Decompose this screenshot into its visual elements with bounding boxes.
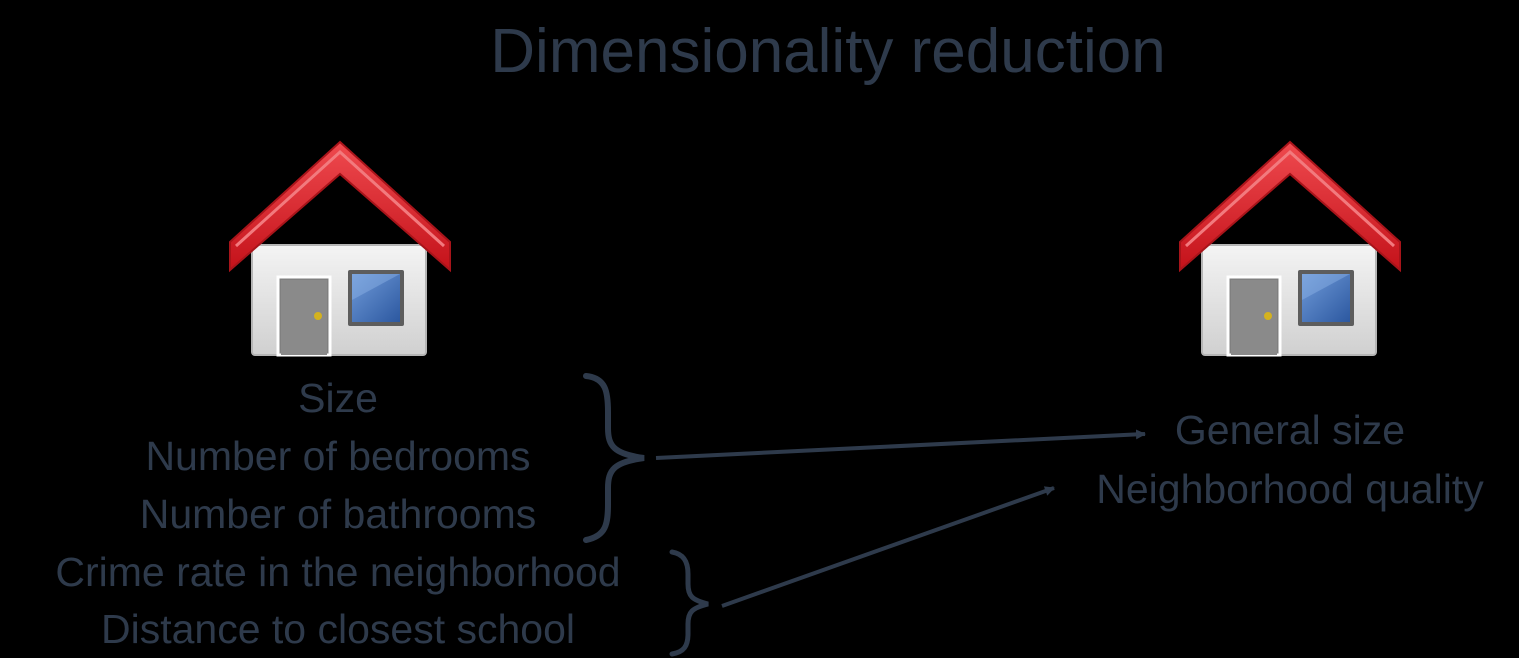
house-icon (229, 140, 451, 357)
reduced-feature-general-size: General size (1175, 407, 1405, 453)
brace-size-group (583, 373, 645, 543)
arrow-to-neighborhood-quality (721, 486, 1055, 608)
reduced-feature-neighborhood-quality: Neighborhood quality (1096, 466, 1484, 512)
brace-neighborhood-group (669, 549, 709, 657)
diagram-title: Dimensionality reduction (490, 17, 1165, 86)
arrow-to-general-size (655, 429, 1146, 460)
house-icon (1179, 140, 1401, 357)
feature-distance-to-school: Distance to closest school (101, 606, 575, 652)
feature-number-of-bathrooms: Number of bathrooms (140, 491, 537, 537)
feature-crime-rate: Crime rate in the neighborhood (55, 549, 620, 595)
feature-number-of-bedrooms: Number of bedrooms (145, 433, 530, 479)
feature-size: Size (298, 375, 378, 421)
